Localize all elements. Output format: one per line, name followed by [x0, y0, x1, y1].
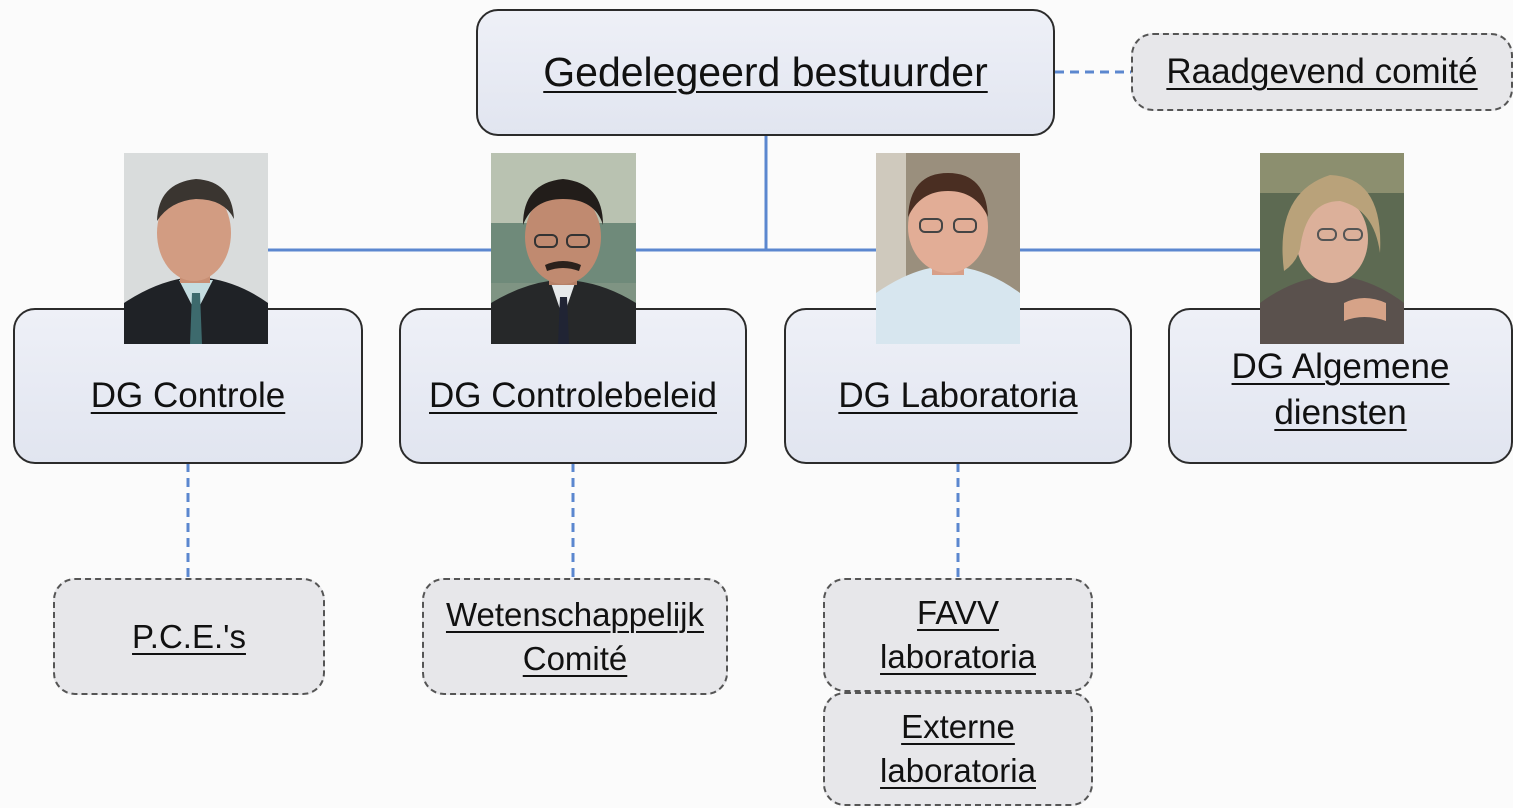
node-favv-laboratoria: FAVV laboratoria: [823, 578, 1093, 692]
portrait-photo-dg-controle: [124, 153, 268, 344]
node-label-line-2: diensten: [1274, 393, 1407, 432]
node-label-line-1: Externe: [901, 708, 1015, 745]
node-label: DG Controlebeleid: [429, 376, 717, 415]
node-label-line-2: laboratoria: [880, 638, 1036, 675]
node-label-line-1: DG Algemene: [1231, 347, 1450, 386]
node-wetenschappelijk-comite: Wetenschappelijk Comité: [422, 578, 728, 695]
node-label: Raadgevend comité: [1166, 52, 1478, 91]
node-gedelegeerd-bestuurder: Gedelegeerd bestuurder: [476, 9, 1055, 136]
node-dg-algemene-diensten: DG Algemene diensten: [1168, 308, 1513, 464]
portrait-photo-dg-algemene-diensten: [1260, 153, 1404, 344]
node-pce: P.C.E.'s: [53, 578, 325, 695]
node-raadgevend-comite: Raadgevend comité: [1131, 33, 1513, 111]
node-label-line-2: laboratoria: [880, 752, 1036, 789]
portrait-photo-dg-controlebeleid: [491, 153, 636, 344]
node-label-line-1: Wetenschappelijk: [445, 595, 705, 633]
node-label: DG Controle: [90, 376, 286, 415]
node-label: P.C.E.'s: [132, 617, 246, 655]
node-label: DG Laboratoria: [838, 376, 1078, 415]
node-label: Gedelegeerd bestuurder: [543, 49, 988, 95]
portrait-photo-dg-laboratoria: [876, 153, 1020, 344]
node-externe-laboratoria: Externe laboratoria: [823, 692, 1093, 806]
node-label-line-2: Comité: [522, 639, 628, 677]
node-label-line-1: FAVV: [917, 594, 999, 631]
